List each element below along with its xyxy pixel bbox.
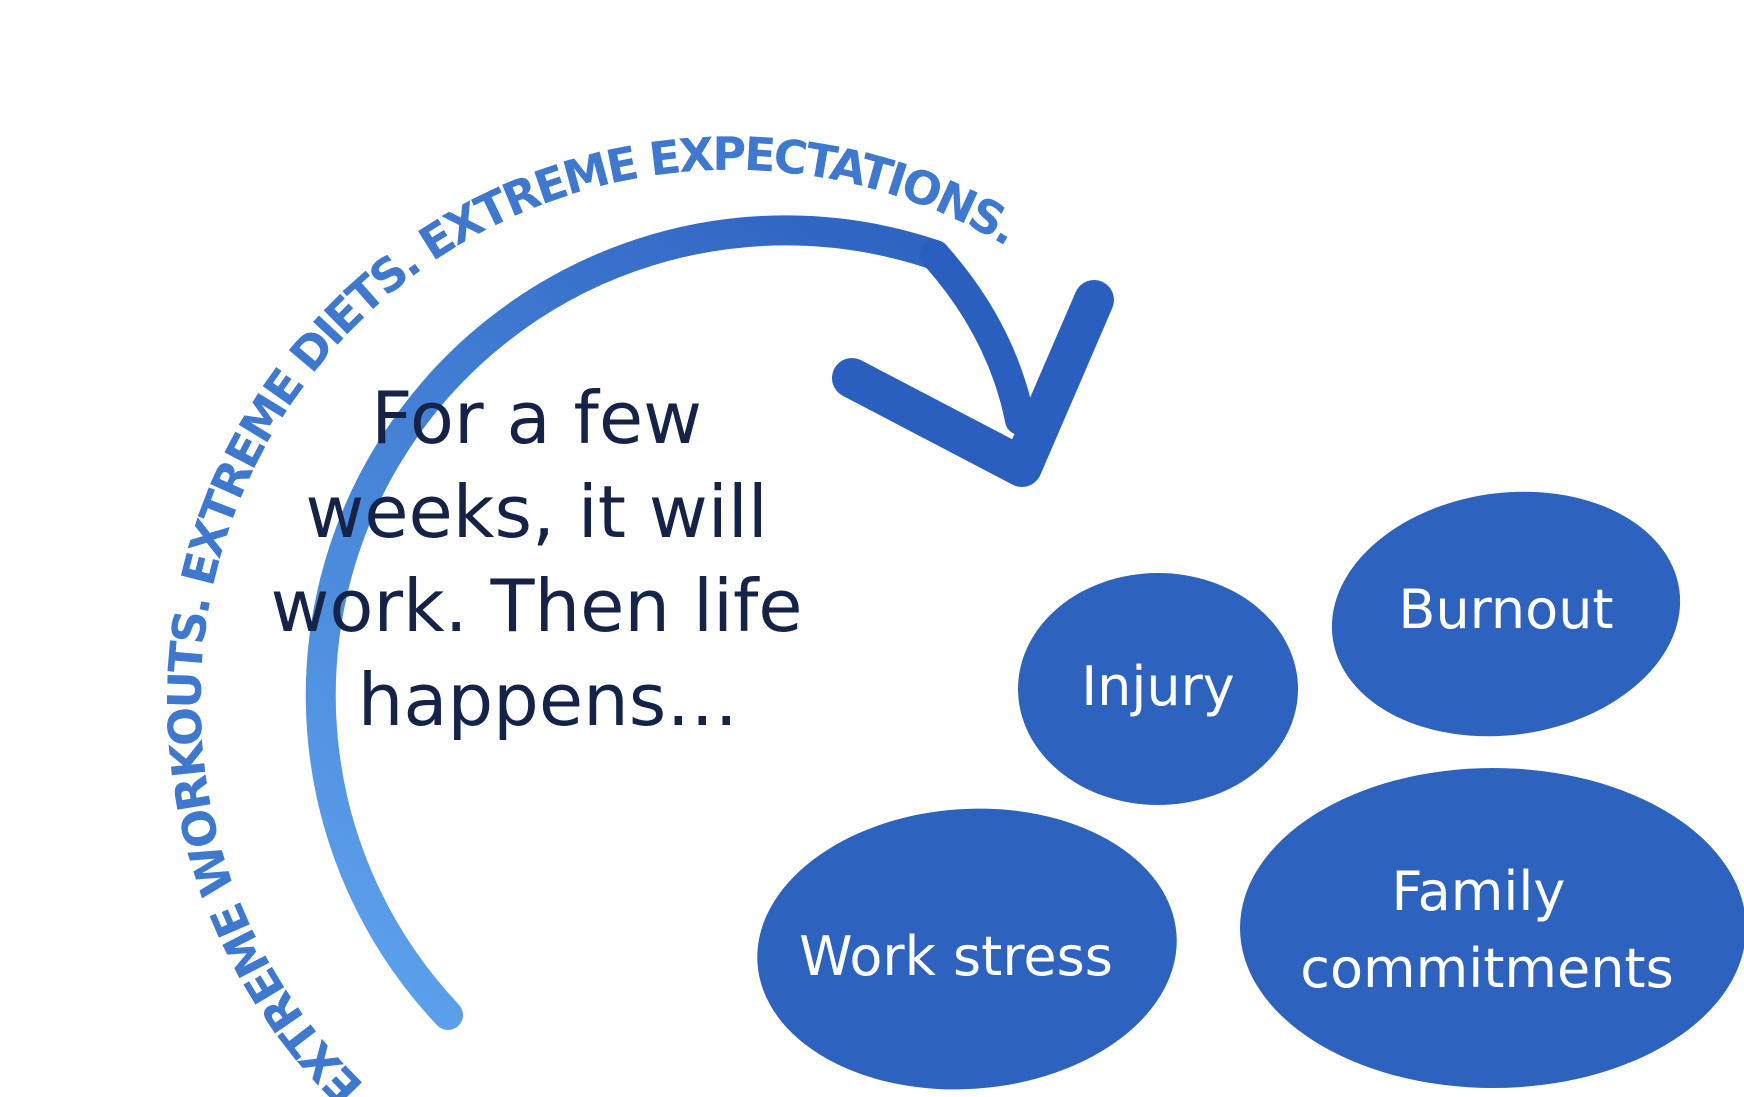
bubble-burnout-line-1: Burnout: [1398, 578, 1613, 641]
bubble-injury-label: Injury: [1081, 655, 1235, 718]
bubble-work-stress: Work stress: [757, 808, 1177, 1090]
bubble-work-stress-shape: [757, 808, 1177, 1090]
center-message-line-1: For a few: [371, 376, 702, 460]
bubble-work-stress-line-1: Work stress: [799, 925, 1113, 988]
bubble-injury: Injury: [1018, 573, 1298, 805]
bubble-family-commitments: Family commitments: [1240, 768, 1744, 1088]
arrow-arc-tail: [920, 240, 1035, 435]
bubble-family-commitments-shape: [1240, 768, 1744, 1088]
bubble-work-stress-label: Work stress: [799, 925, 1113, 988]
bubble-family-commitments-line-2: commitments: [1300, 937, 1673, 1000]
center-message: For a few weeks, it will work. Then life…: [271, 376, 826, 742]
bubble-injury-line-1: Injury: [1081, 655, 1235, 718]
circular-arrow: [305, 215, 1114, 1030]
bubble-family-commitments-label: Family commitments: [1300, 860, 1673, 1000]
arrowhead-icon: [832, 280, 1114, 487]
bubble-family-commitments-line-1: Family: [1392, 860, 1566, 923]
bubble-burnout-shape: [1331, 491, 1681, 737]
bubble-burnout-label: Burnout: [1398, 578, 1613, 641]
center-message-line-2: weeks, it will: [305, 470, 767, 554]
center-message-line-4: happens…: [358, 658, 739, 742]
bubble-injury-shape: [1018, 573, 1298, 805]
arrow-arc: [305, 215, 950, 1030]
center-message-line-3: work. Then life: [271, 564, 803, 648]
bubble-burnout: Burnout: [1331, 491, 1681, 737]
